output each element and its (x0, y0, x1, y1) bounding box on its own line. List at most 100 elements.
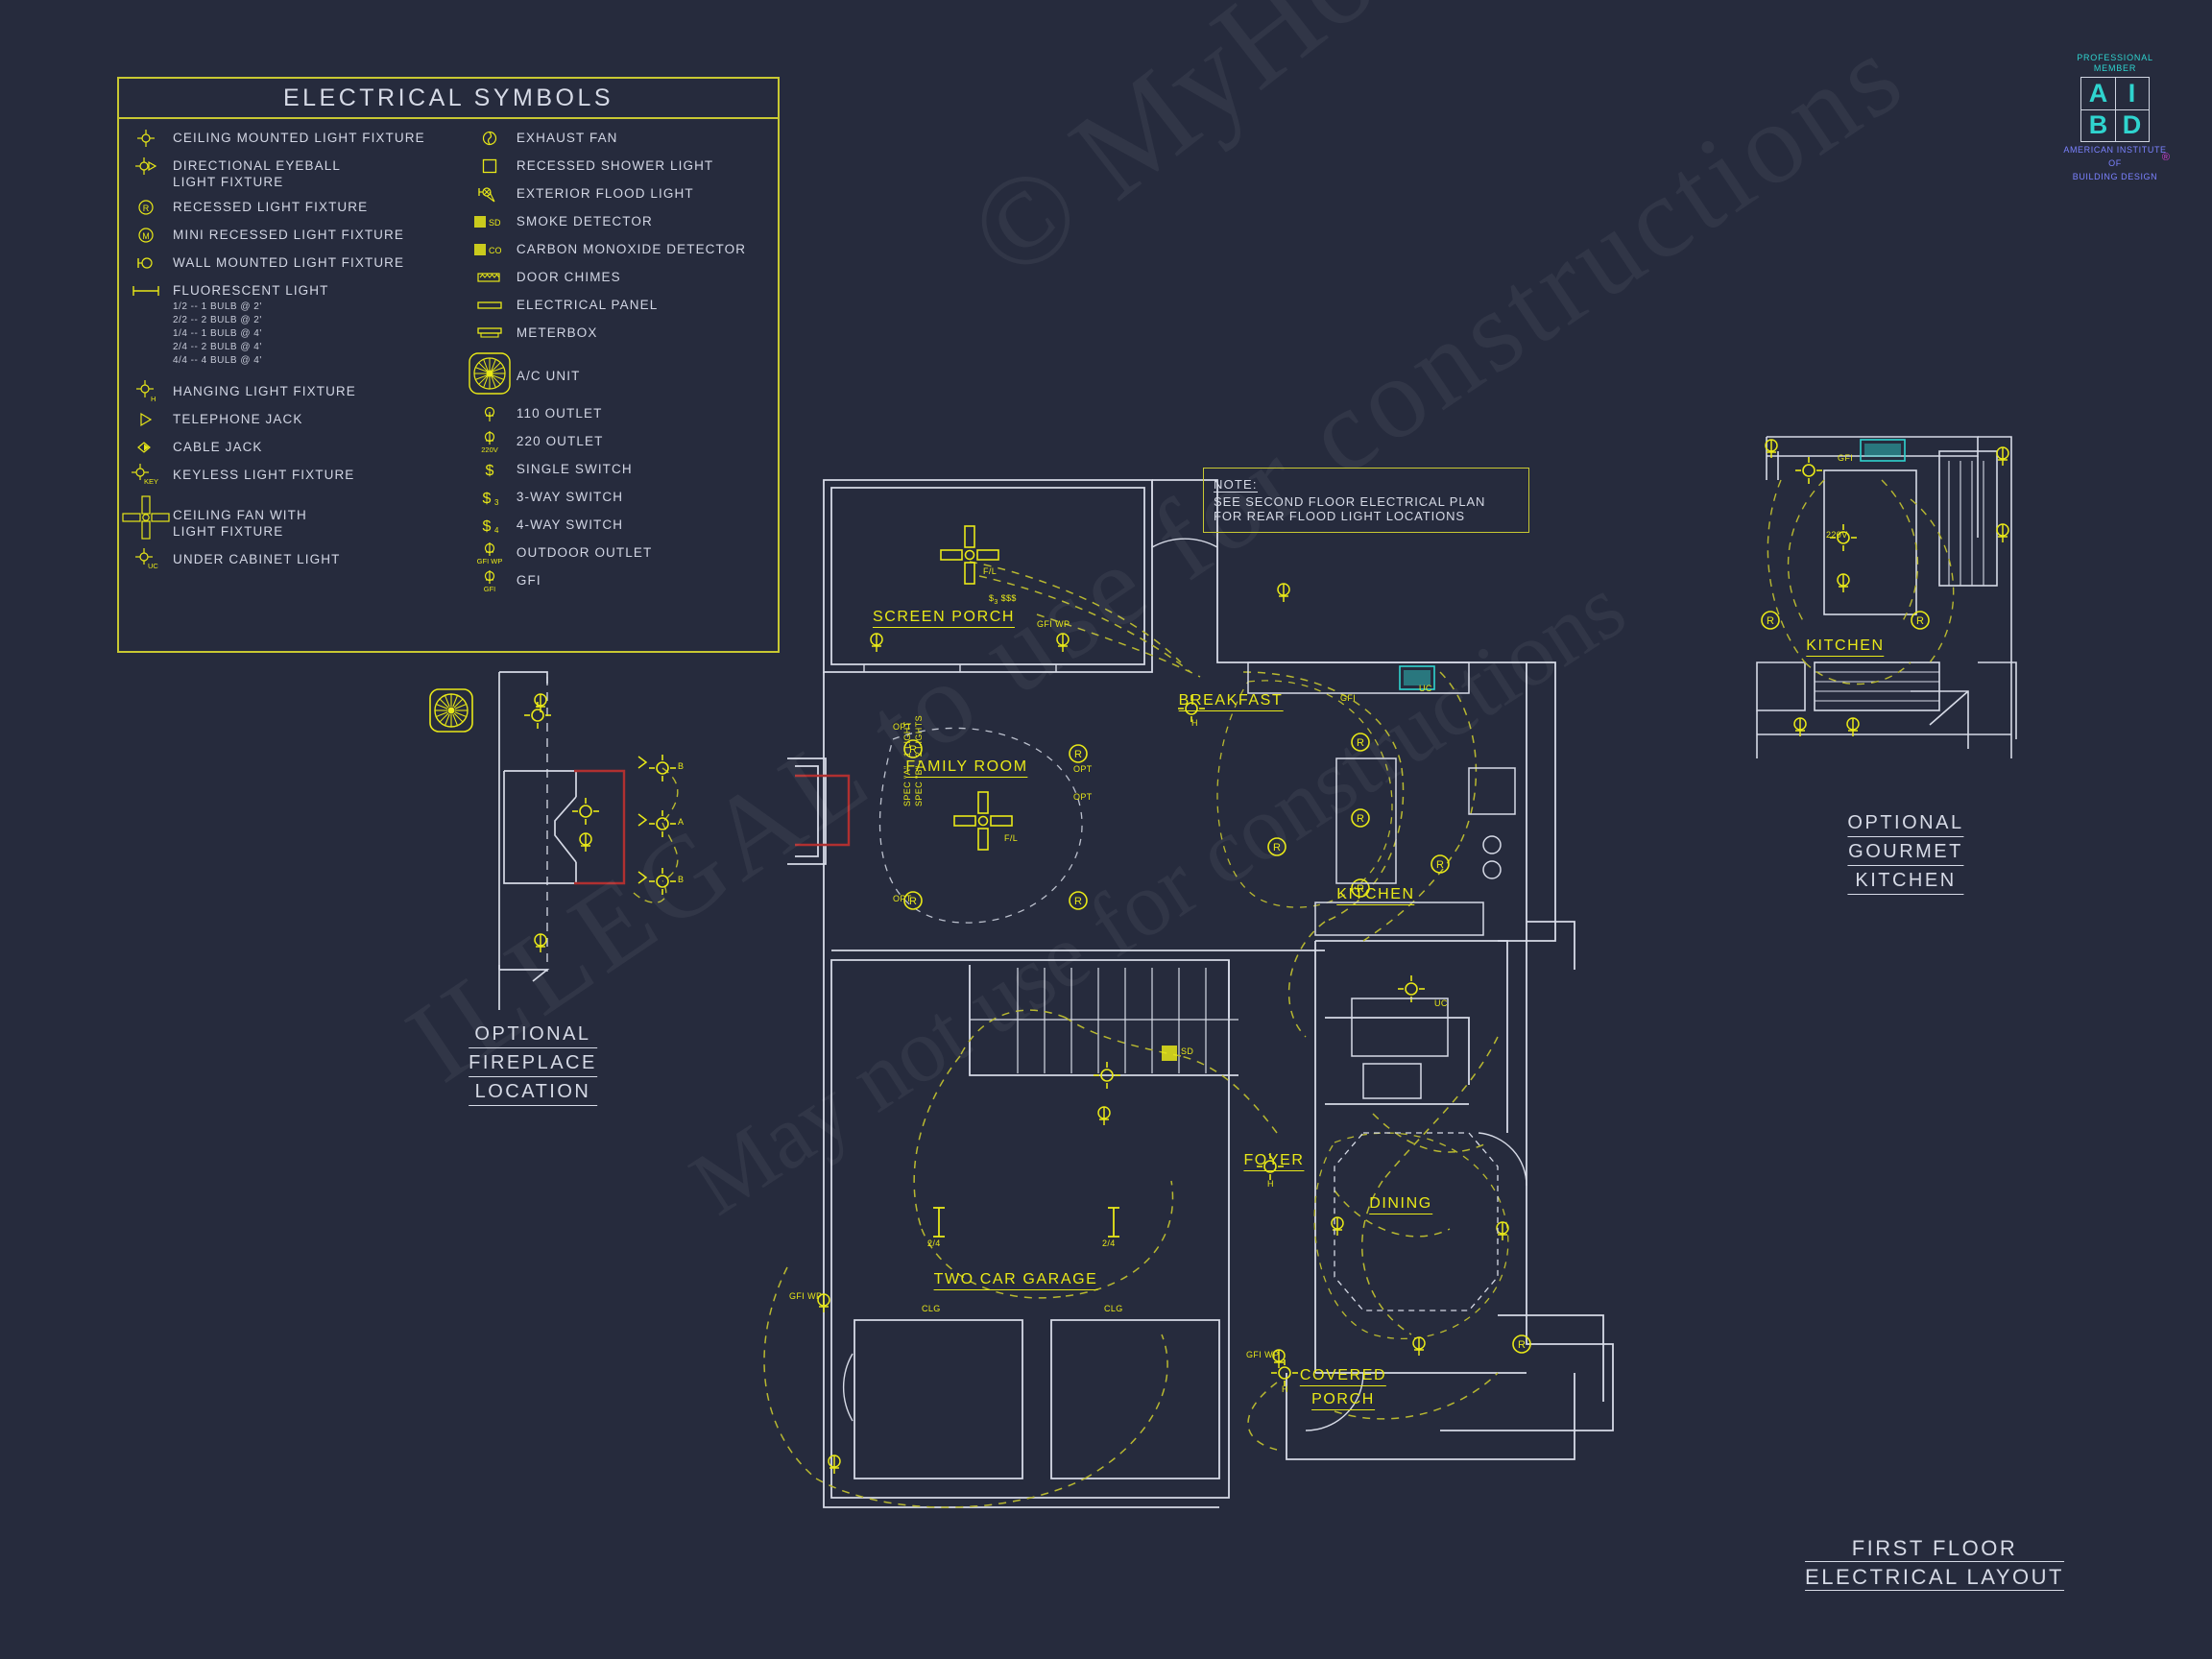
annotation-gfi-gourmet: GFI (1838, 453, 1854, 463)
gourmet-kitchen-cyan-elements (1860, 439, 1906, 462)
legend-item-door-chimes: DOOR CHIMES (463, 268, 778, 287)
room-label-two-car-garage: TWO CAR GARAGE (933, 1271, 1098, 1290)
svg-text:220V: 220V (481, 445, 498, 453)
fluorescent-sub-line: 4/4 -- 4 BULB @ 4' (173, 355, 262, 366)
title-line-3: KITCHEN (1847, 869, 1964, 895)
optional-gourmet-kitchen-plan (1756, 436, 2017, 758)
legend-item-carbon-monoxide-detector: CO CARBON MONOXIDE DETECTOR (463, 240, 778, 259)
svg-text:$: $ (482, 518, 491, 535)
legend-item-label-line2: LIGHT FIXTURE (173, 175, 284, 189)
ceiling-light-fp-a (571, 797, 600, 826)
ceiling-light-gourmet-2 (1794, 456, 1823, 485)
legend-item-recessed-shower-light: RECESSED SHOWER LIGHT (463, 156, 778, 176)
legend-item-label: KEYLESS LIGHT FIXTURE (173, 468, 355, 482)
annotation-fp-a: A (678, 817, 685, 827)
legend-item-recessed-light: R RECESSED LIGHT FIXTURE (119, 198, 463, 217)
legend-title: ELECTRICAL SYMBOLS (282, 84, 614, 111)
recessed-shower-light-icon (463, 156, 517, 176)
fluorescent-sub-line: 2/4 -- 2 BULB @ 4' (173, 342, 262, 352)
fireplace-outline-main (795, 774, 851, 847)
title-line-3: LOCATION (469, 1080, 597, 1106)
legend-item-label-group: CEILING FAN WITH LIGHT FIXTURE (173, 494, 307, 539)
hanging-light-icon: H (119, 380, 173, 403)
svg-text:UC: UC (148, 562, 158, 570)
recessed-light-family-opt-1 (1069, 744, 1088, 763)
legend-item-smoke-detector: SD SMOKE DETECTOR (463, 212, 778, 231)
annotation-fl-family: F/L (1004, 833, 1019, 843)
legend-item-label: 110 OUTLET (516, 406, 603, 421)
legend-item-label-line2: LIGHT FIXTURE (173, 524, 284, 539)
room-label-kitchen: KITCHEN (1336, 886, 1415, 905)
annotation-220v-gourmet: 220V (1826, 530, 1848, 540)
dining-table-outline (1334, 1132, 1499, 1311)
room-label-screen-porch: SCREEN PORCH (872, 609, 1016, 628)
outdoor-outlet-icon: GFI WP (463, 542, 517, 565)
legend-item-label: OUTDOOR OUTLET (516, 545, 653, 560)
legend-item-ceiling-mounted-light: CEILING MOUNTED LIGHT FIXTURE (119, 129, 463, 148)
aibd-logo: PROFESSIONAL MEMBER A I B D ® AMERICAN I… (2053, 53, 2177, 182)
fluorescent-sub-line: 1/4 -- 1 BULB @ 4' (173, 328, 262, 339)
room-label-family-room: FAMILY ROOM (905, 758, 1028, 778)
outlet-fp-a (579, 832, 592, 853)
logo-letter-grid: A I B D (2080, 77, 2150, 142)
annotation-uc-kitchen: UC (1434, 998, 1448, 1008)
exterior-flood-light-icon (463, 184, 517, 204)
annotation-opt-3: OPT (1073, 792, 1093, 802)
legend-left-column: CEILING MOUNTED LIGHT FIXTURE DIRECTIONA… (119, 129, 463, 599)
logo-letter-b: B (2088, 110, 2108, 139)
sheet-title-line-2: ELECTRICAL LAYOUT (1805, 1565, 2064, 1591)
annotation-gfi-wp-garage: GFI WP (789, 1291, 823, 1301)
under-cabinet-light-icon: UC (119, 548, 173, 570)
svg-text:4: 4 (494, 526, 499, 535)
legend-item-telephone-jack: TELEPHONE JACK (119, 410, 463, 429)
svg-text:M: M (142, 231, 150, 241)
electrical-symbols-legend: ELECTRICAL SYMBOLS CEILING MOUNTED LIGHT… (117, 77, 780, 653)
legend-item-label: CABLE JACK (173, 440, 263, 454)
title-optional-gourmet-kitchen: OPTIONAL GOURMET KITCHEN (1847, 811, 1964, 898)
logo-top-line-2: MEMBER (2093, 63, 2137, 73)
annotation-gfi-wp-porch: GFI WP (1037, 619, 1070, 629)
svg-text:CO: CO (489, 246, 502, 255)
legend-item-label: 3-WAY SWITCH (516, 490, 624, 504)
meterbox-icon (463, 324, 517, 343)
fluorescent-sub-line: 2/2 -- 2 BULB @ 2' (173, 315, 262, 325)
legend-item-exterior-flood-light: EXTERIOR FLOOD LIGHT (463, 184, 778, 204)
outlet-breakfast (1277, 583, 1290, 603)
room-label-foyer: FOYER (1243, 1152, 1305, 1171)
outlet-dining-3 (1412, 1336, 1426, 1357)
legend-item-label-group: FLUORESCENT LIGHT 1/2 -- 1 BULB @ 2' 2/2… (173, 281, 328, 367)
annotation-clg-right: CLG (1104, 1304, 1123, 1313)
ceiling-mounted-light-icon (119, 129, 173, 148)
wall-mounted-light-icon (119, 253, 173, 273)
svg-text:H: H (151, 395, 156, 403)
outlet-220-icon: 220V (463, 431, 517, 453)
annotation-h-breakfast: H (1191, 718, 1198, 728)
logo-top-line-1: PROFESSIONAL (2077, 53, 2153, 62)
outlet-gourmet-1 (1837, 573, 1850, 593)
legend-item-label: A/C UNIT (516, 369, 581, 383)
annotation-opt-2: OPT (1073, 764, 1093, 774)
main-plan-walls (787, 479, 1614, 1508)
legend-item-outdoor-outlet: GFI WP OUTDOOR OUTLET (463, 542, 778, 565)
svg-text:R: R (143, 204, 150, 213)
recessed-light-kitchen-4 (1267, 837, 1286, 856)
garage-fluorescent-fixtures (933, 1207, 1119, 1238)
fluorescent-sub-line: 1/2 -- 1 BULB @ 2' (173, 301, 262, 312)
mini-recessed-light-icon: M (119, 226, 173, 245)
legend-item-label: GFI (516, 573, 541, 588)
svg-text:$: $ (485, 463, 493, 479)
outlet-gourmet-gfi (1996, 446, 2009, 467)
smoke-detector-hall (1162, 1046, 1177, 1061)
recessed-light-kitchen-5 (1431, 854, 1450, 874)
legend-title-bar: ELECTRICAL SYMBOLS (119, 79, 778, 119)
note-heading: NOTE: (1214, 477, 1258, 493)
kitchen-casework (1247, 661, 1516, 1099)
annotation-gfi-breakfast: GFI (1340, 693, 1357, 703)
svg-text:SD: SD (489, 218, 501, 228)
legend-item-label: 4-WAY SWITCH (516, 517, 624, 532)
annotation-opt-1: OPT (893, 722, 912, 732)
outlet-hall (1097, 1106, 1111, 1126)
legend-item-label-group: DIRECTIONAL EYEBALL LIGHT FIXTURE (173, 156, 341, 189)
legend-item-keyless-light: KEY KEYLESS LIGHT FIXTURE (119, 464, 463, 486)
